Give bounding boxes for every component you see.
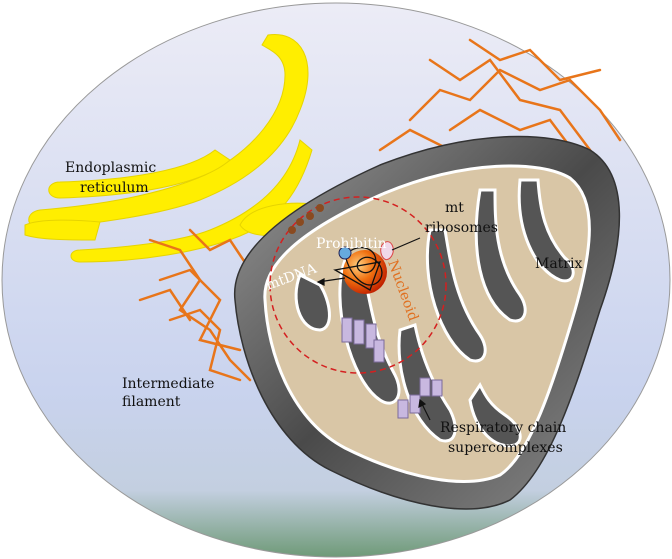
nucleoid-boundary xyxy=(269,196,447,374)
intermediate-filament-label: Intermediate xyxy=(122,376,214,392)
er-label-2: reticulum xyxy=(80,180,149,196)
mtdna-strands xyxy=(333,246,383,291)
respiratory-chain-label-2: supercomplexes xyxy=(448,440,563,456)
matrix-label: Matrix xyxy=(535,256,582,272)
respiratory-chain-label: Respiratory chain xyxy=(440,420,566,436)
mitochondrion-matrix xyxy=(263,164,591,483)
respiratory-chain-supercomplexes xyxy=(341,317,443,419)
mt-ribosomes-label-2: ribosomes xyxy=(425,220,498,236)
cristae xyxy=(294,178,575,448)
er-contact-vesicles xyxy=(288,204,324,234)
mt-ribosome-icon xyxy=(380,241,394,260)
mt-ribosomes-label: mt xyxy=(445,200,464,216)
intermediate-filament-label-2: filament xyxy=(122,394,181,410)
prohibitin-icon xyxy=(338,246,352,260)
mitochondrion xyxy=(233,135,621,510)
prohibitin-label: Prohibitin xyxy=(316,236,387,252)
label-pointers xyxy=(316,237,431,421)
er-label: Endoplasmic xyxy=(65,160,156,176)
